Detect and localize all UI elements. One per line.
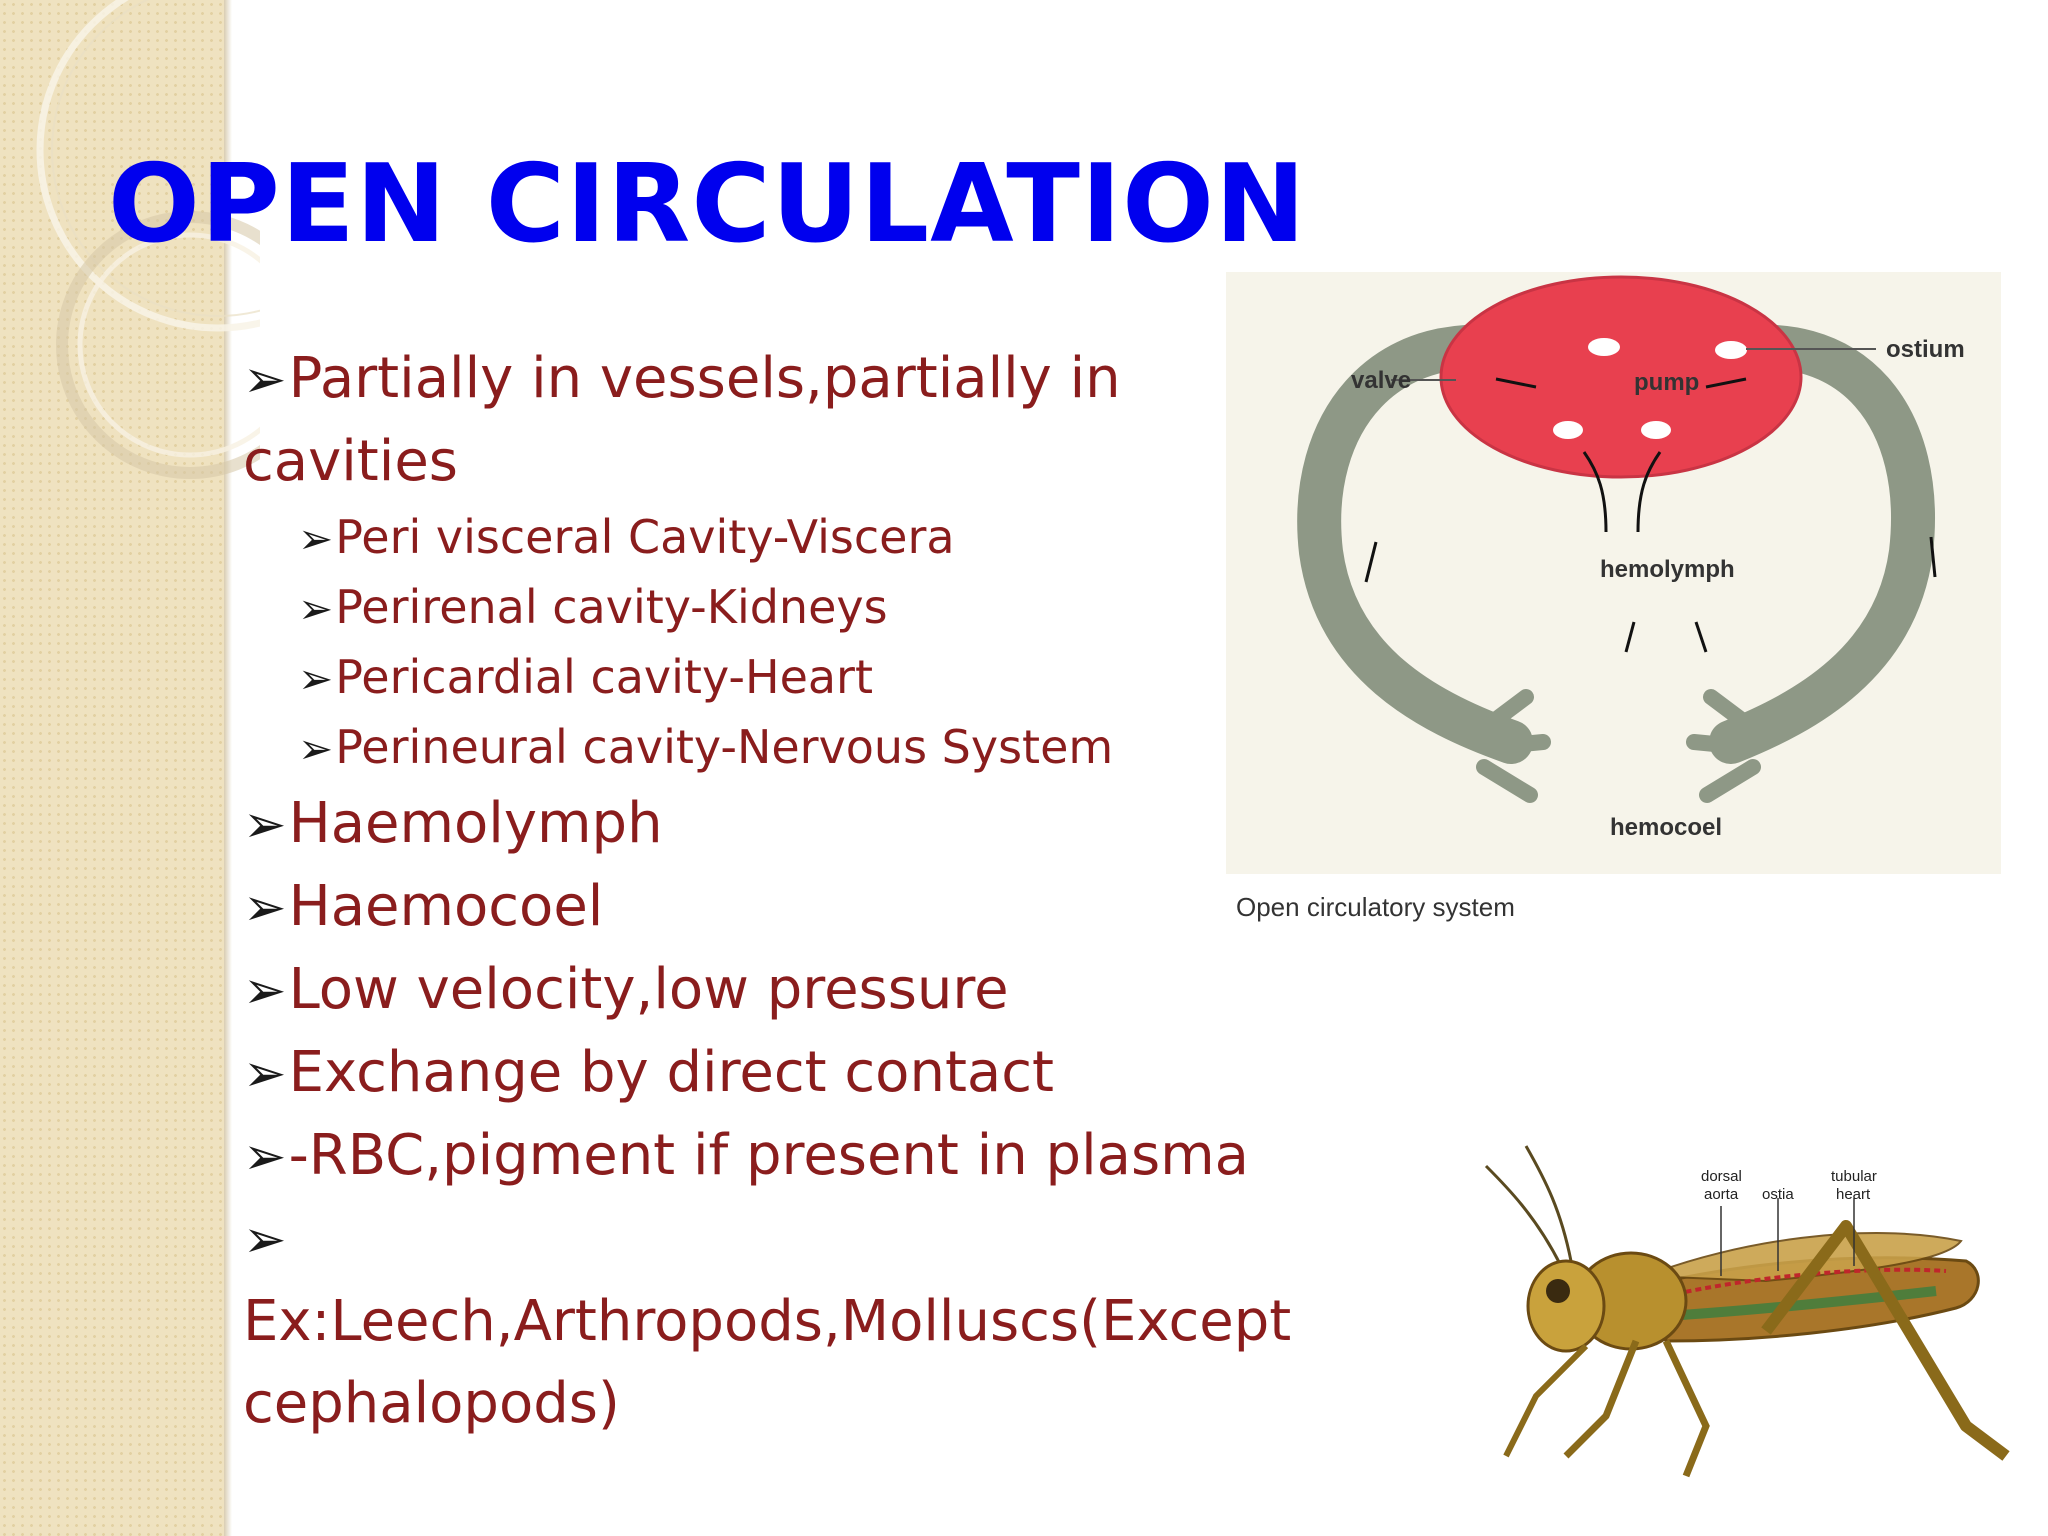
decorative-rings	[36, 0, 260, 479]
tubular-heart-label-line1: tubular	[1831, 1168, 1877, 1185]
arrow-bullet-icon: ➢	[243, 795, 287, 855]
ostium-opening	[1641, 421, 1671, 439]
slide-title: OPEN CIRCULATION	[108, 142, 1307, 267]
bullet-text: Perineural cavity-Nervous System	[335, 720, 1114, 774]
arrow-bullet-icon: ➢	[298, 654, 334, 703]
dorsal-aorta-label-line2: aorta	[1704, 1186, 1739, 1203]
bullet-text: Haemolymph	[288, 791, 663, 856]
arrow-bullet-icon: ➢	[243, 1044, 287, 1104]
bullet-item: ➢ Ex:Leech,Arthropods,Molluscs(Except cep…	[243, 1198, 1291, 1445]
pump-heart	[1439, 275, 1803, 479]
flow-arrow	[1624, 621, 1636, 653]
ostium-opening	[1715, 341, 1747, 359]
middle-leg	[1662, 1339, 1710, 1478]
arrow-bullet-icon: ➢	[243, 878, 287, 938]
hemolymph-label: hemolymph	[1600, 556, 1735, 583]
bullet-list: ➢Partially in vessels,partially in cavit…	[243, 338, 1291, 1445]
arrow-bullet-icon: ➢	[298, 584, 334, 633]
band-edge-shadow	[224, 0, 232, 1536]
bullet-item: ➢Haemocoel	[243, 866, 1283, 949]
bullet-text: Exchange by direct contact	[288, 1040, 1054, 1105]
front-leg	[1563, 1339, 1640, 1459]
ostia-label: ostia	[1762, 1186, 1794, 1203]
arrow-bullet-icon: ➢	[243, 350, 287, 410]
dorsal-aorta-label-line1: dorsal	[1701, 1168, 1742, 1185]
diagram-caption: Open circulatory system	[1236, 892, 1515, 922]
valve-label: valve	[1351, 367, 1411, 394]
arrow-bullet-icon: ➢	[243, 1127, 287, 1187]
antenna	[1524, 1145, 1573, 1262]
flow-arrow	[1582, 451, 1608, 533]
gut	[1665, 1286, 1937, 1321]
sub-bullet-item: ➢Perirenal cavity-Kidneys	[243, 573, 1283, 643]
bullet-text: Perirenal cavity-Kidneys	[335, 580, 888, 634]
tubular-heart-label-line2: heart	[1836, 1186, 1871, 1203]
hind-leg	[1761, 1220, 2010, 1461]
antenna	[1484, 1164, 1563, 1267]
ostium-opening	[1553, 421, 1583, 439]
arrow-bullet-icon: ➢	[298, 514, 334, 563]
sub-bullet-item: ➢Pericardial cavity-Heart	[243, 643, 1283, 713]
ostium-opening	[1588, 338, 1620, 356]
flow-arrow	[1364, 541, 1378, 583]
left-decorative-band	[0, 0, 224, 1536]
left-vessel-openings	[1476, 689, 1551, 803]
bullet-item: ➢-RBC,pigment if present in plasma	[243, 1115, 1283, 1198]
flow-arrow	[1929, 536, 1937, 578]
ostium-label: ostium	[1886, 336, 1965, 363]
arrow-bullet-icon: ➢	[298, 724, 334, 773]
right-vessel-openings	[1686, 689, 1761, 803]
bullet-text: Ex:Leech,Arthropods,Molluscs(Except ceph…	[243, 1289, 1292, 1436]
left-vessel	[1297, 324, 1548, 764]
front-leg	[1503, 1343, 1589, 1458]
right-vessel	[1694, 324, 1935, 764]
eye	[1546, 1279, 1570, 1303]
sub-bullet-item: ➢Perineural cavity-Nervous System	[243, 713, 1283, 783]
bullet-item: ➢Exchange by direct contact	[243, 1032, 1283, 1115]
flow-arrow	[1495, 377, 1537, 389]
bullet-text: -RBC,pigment if present in plasma	[288, 1123, 1249, 1188]
hemocoel-label: hemocoel	[1610, 814, 1722, 841]
bullet-item: ➢Haemolymph	[243, 783, 1283, 866]
grasshopper-illustration: dorsal aorta ostia tubular heart	[1466, 1126, 2022, 1502]
flow-arrow	[1636, 451, 1662, 533]
bullet-text: Pericardial cavity-Heart	[335, 650, 874, 704]
arrow-bullet-icon: ➢	[243, 961, 287, 1021]
bullet-item: ➢Partially in vessels,partially in cavit…	[243, 338, 1283, 503]
open-circulation-diagram: valve pump ostium hemolymph hemocoel	[1226, 272, 2001, 874]
flow-arrow	[1694, 621, 1708, 653]
bullet-text: Peri visceral Cavity-Viscera	[335, 510, 955, 564]
bullet-text: Partially in vessels,partially in caviti…	[243, 346, 1121, 494]
bullet-item: ➢Low velocity,low pressure	[243, 949, 1283, 1032]
flow-arrow	[1705, 377, 1747, 389]
sub-bullet-item: ➢Peri visceral Cavity-Viscera	[243, 503, 1283, 573]
arrow-bullet-icon: ➢	[243, 1210, 287, 1270]
pump-label: pump	[1634, 369, 1699, 396]
bullet-text: Haemocoel	[288, 874, 604, 939]
head	[1526, 1259, 1606, 1353]
bullet-text: Low velocity,low pressure	[288, 957, 1009, 1022]
